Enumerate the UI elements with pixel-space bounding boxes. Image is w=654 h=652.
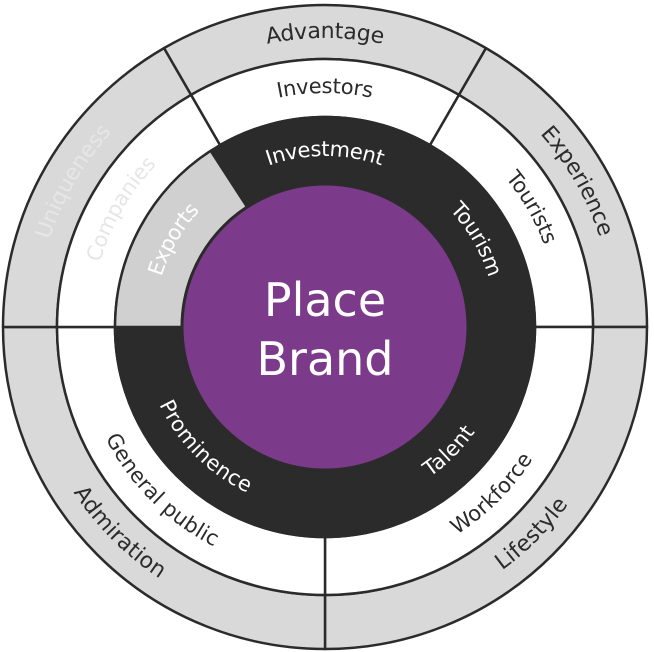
center-hub (180, 182, 470, 472)
wheel-rings (1, 3, 649, 651)
middle-label-investment: Investors (275, 74, 376, 103)
center-title-line1: Place (264, 273, 386, 327)
center-title-line2: Brand (256, 332, 393, 386)
